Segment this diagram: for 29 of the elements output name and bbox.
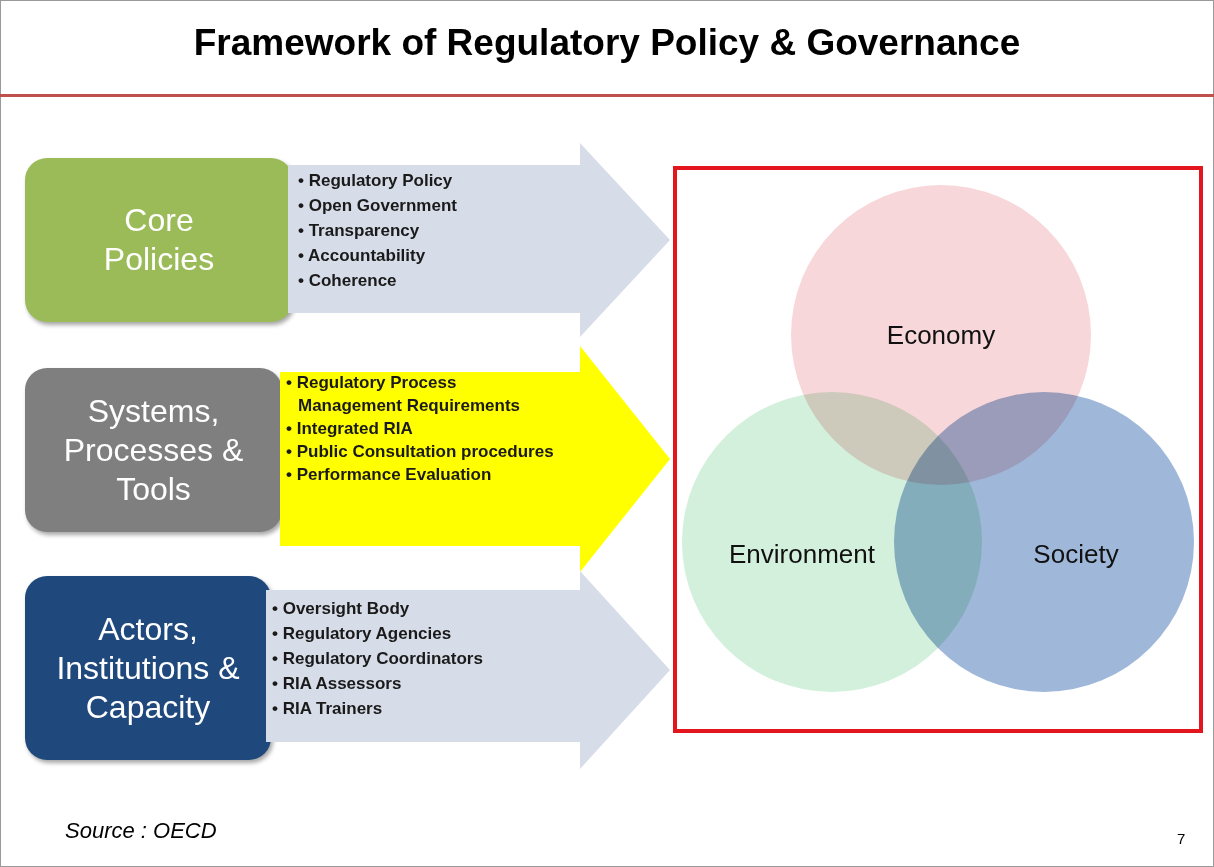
category-box [25,576,271,760]
category-label: Actors, Institutions & Capacity [55,609,241,727]
bullet-item: • Regulatory Policy [298,170,454,192]
bullet-item: • Public Consultation procedures [286,441,554,463]
title: Framework of Regulatory Policy & Governance [192,22,1022,64]
category-label: Core Policies [102,201,216,279]
bullet-item: • Coherence [298,270,398,292]
bullet-item: • Integrated RIA [286,418,414,440]
circle-label: Economy [886,319,996,351]
bullet-item: • Regulatory Agencies [272,623,453,645]
frame-box [673,166,1203,733]
bullet-item: • Open Government [298,195,458,217]
bullet-item: • Transparency [298,220,421,242]
bullet-item: • Oversight Body [272,598,411,620]
bullet-item: • RIA Assessors [272,673,403,695]
arrow-shape [266,571,670,769]
bullet-item: • Accountability [298,245,427,267]
arrow-shape [280,346,670,572]
arrow-shape [288,143,670,337]
circle-label: Society [1033,538,1119,570]
bullet-item: • Performance Evaluation [286,464,493,486]
category-box [25,368,282,532]
bullet-item: • RIA Trainers [272,698,384,720]
bullet-item: • Regulatory Process Management Requirements [286,372,521,417]
circle-label: Environment [729,538,875,570]
category-label: Systems, Processes & Tools [63,391,244,509]
page-number: 7 [1177,830,1186,847]
source-note: Source : OECD [65,818,217,844]
bullet-item: • Regulatory Coordinators [272,648,484,670]
